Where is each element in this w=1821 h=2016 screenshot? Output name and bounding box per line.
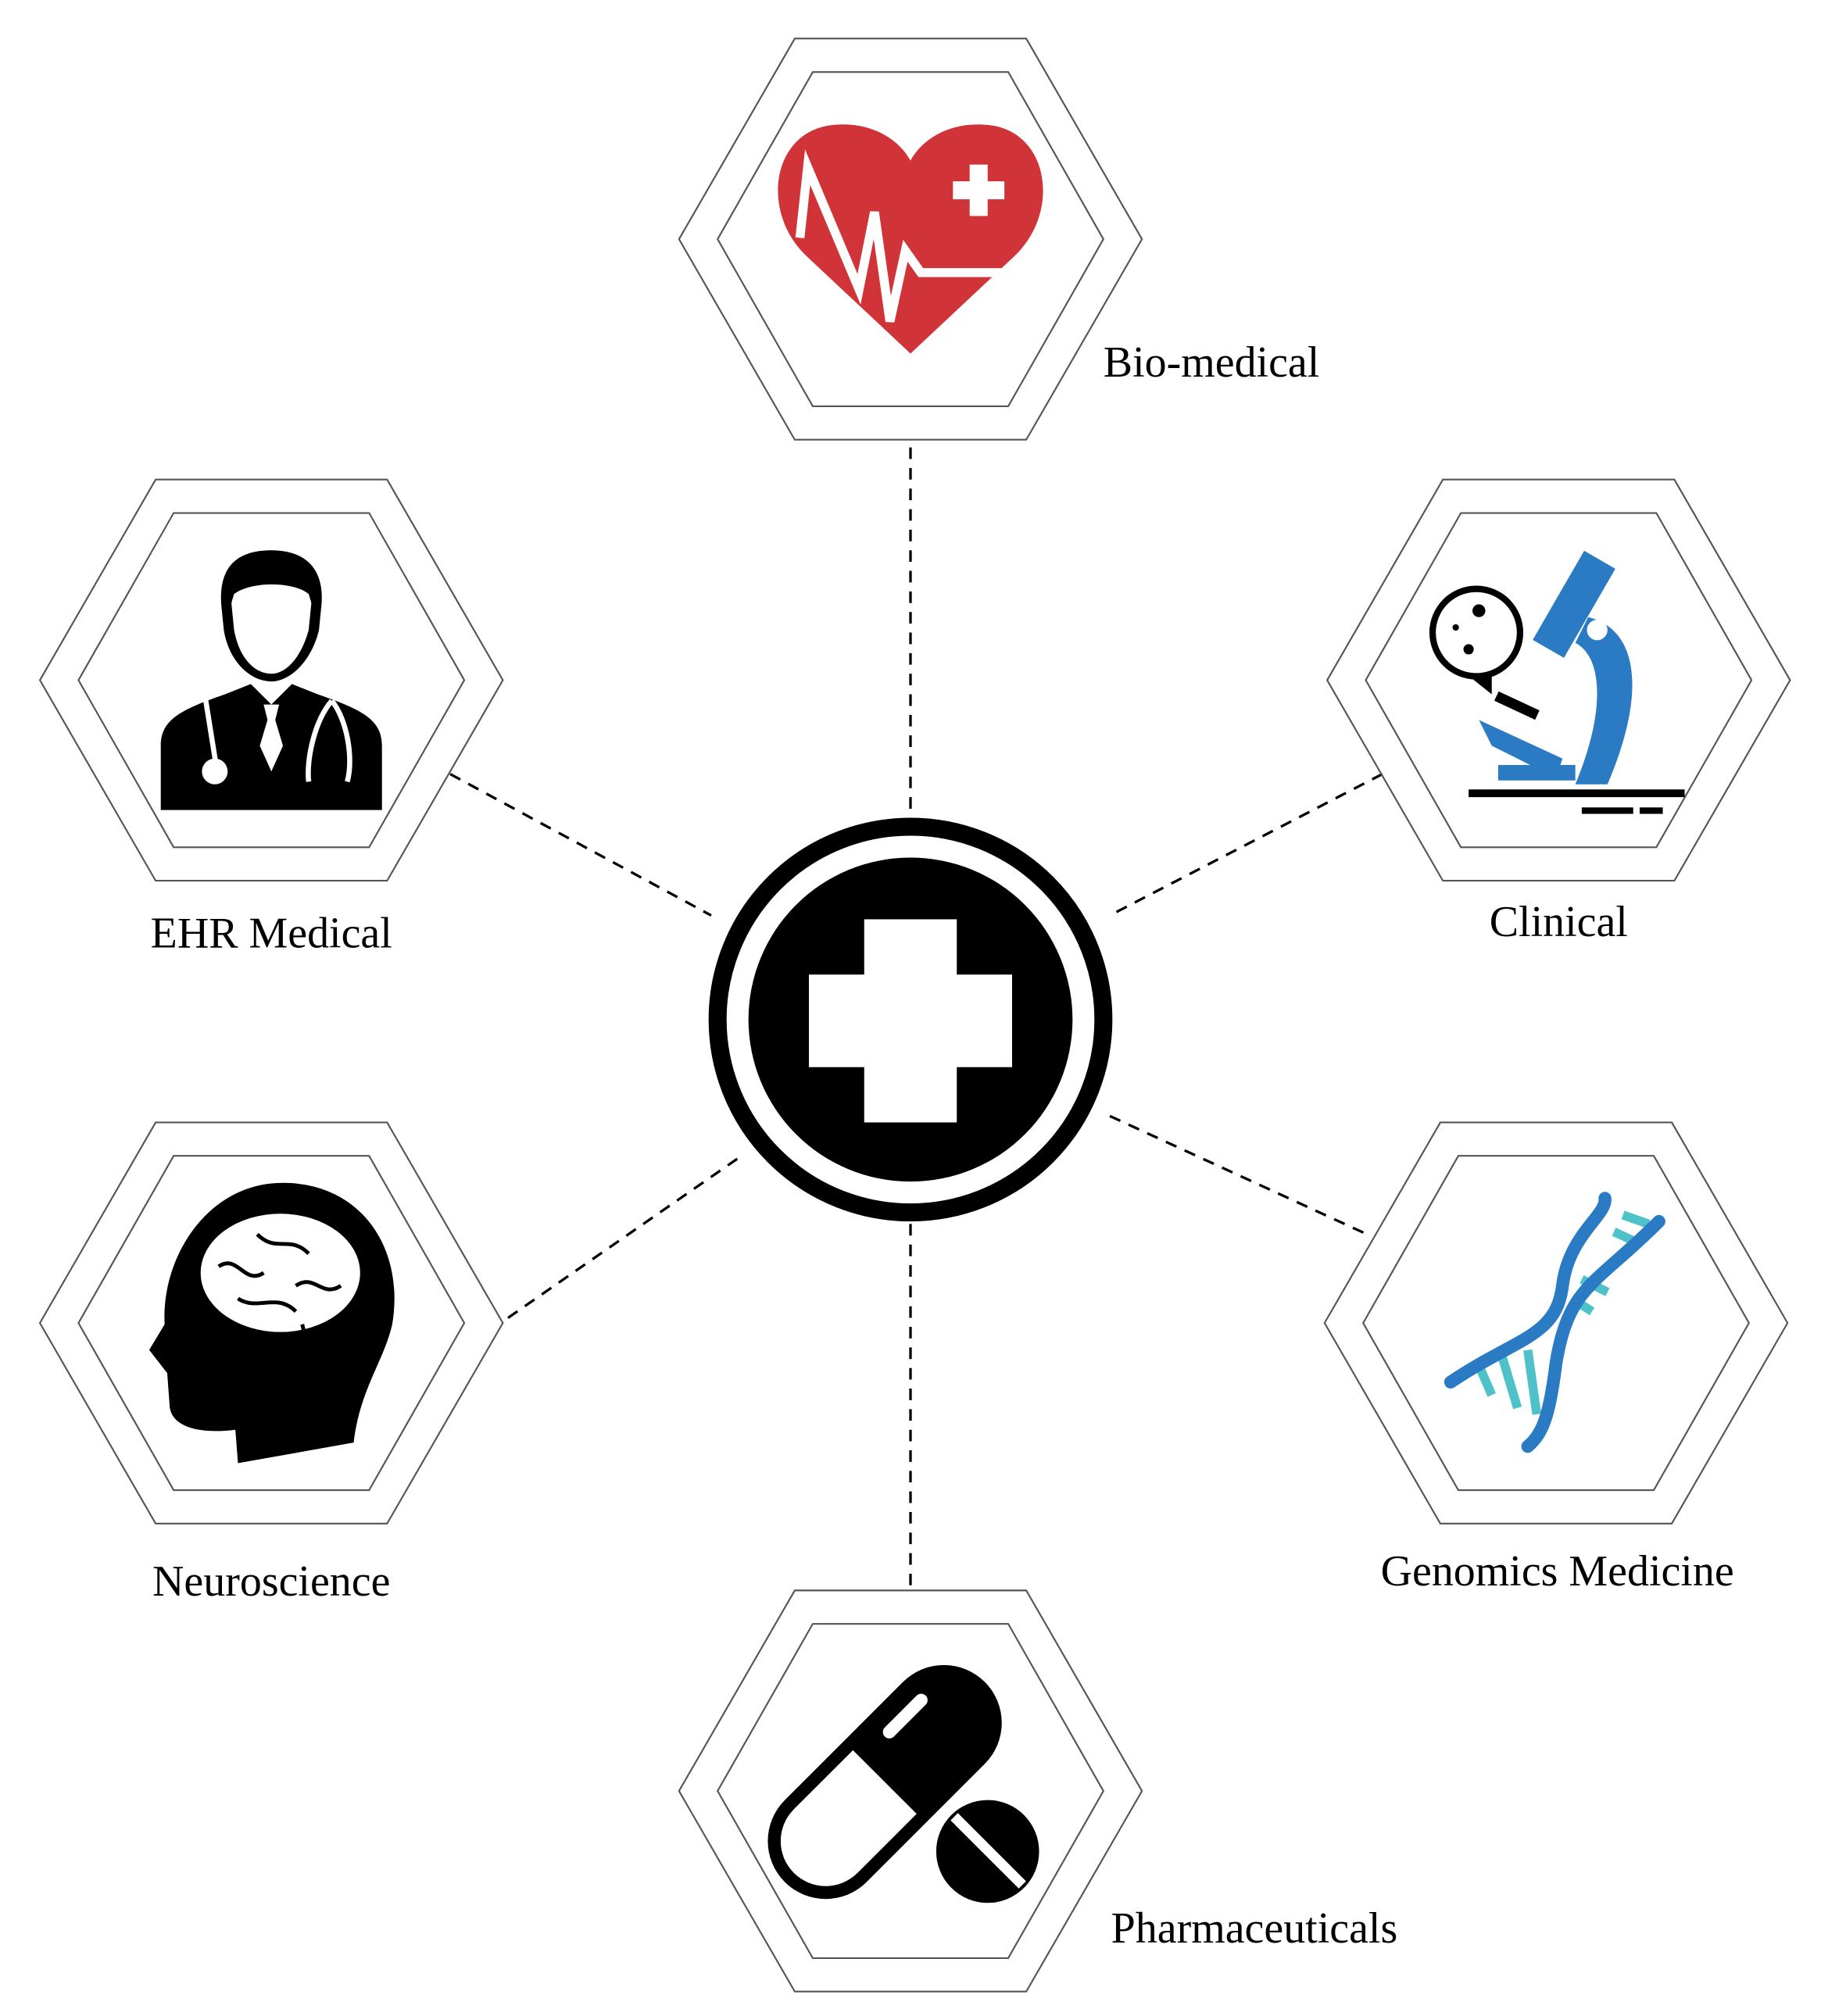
node-label: EHR Medical xyxy=(151,910,392,958)
connector-neuroscience xyxy=(507,1153,745,1319)
node-label: Pharmaceuticals xyxy=(1111,1904,1398,1953)
connector-ehr-medical xyxy=(449,773,712,917)
node-clinical: Clinical xyxy=(1326,478,1791,946)
connector-genomics-medicine xyxy=(1109,1114,1368,1236)
microscope-icon xyxy=(1429,550,1685,814)
pill-icon xyxy=(767,1664,1039,1903)
connector-clinical xyxy=(1109,773,1383,917)
node-genomics-medicine: Genomics Medicine xyxy=(1323,1121,1789,1596)
brain-head-icon xyxy=(148,1182,395,1464)
connectors xyxy=(449,447,1383,1591)
node-bio-medical: Bio-medical xyxy=(678,38,1320,441)
node-label: Bio-medical xyxy=(1104,338,1320,387)
node-label: Neuroscience xyxy=(152,1557,390,1606)
heart-pulse-icon xyxy=(778,124,1043,354)
center-hub xyxy=(708,817,1113,1222)
node-label: Genomics Medicine xyxy=(1381,1547,1734,1596)
node-neuroscience: Neuroscience xyxy=(38,1121,504,1606)
node-label: Clinical xyxy=(1490,898,1628,946)
node-pharmaceuticals: Pharmaceuticals xyxy=(678,1589,1398,1993)
medical-cross-icon xyxy=(809,919,1012,1123)
doctor-icon xyxy=(160,550,382,810)
node-ehr-medical: EHR Medical xyxy=(38,478,504,958)
dna-icon xyxy=(1444,1192,1665,1453)
